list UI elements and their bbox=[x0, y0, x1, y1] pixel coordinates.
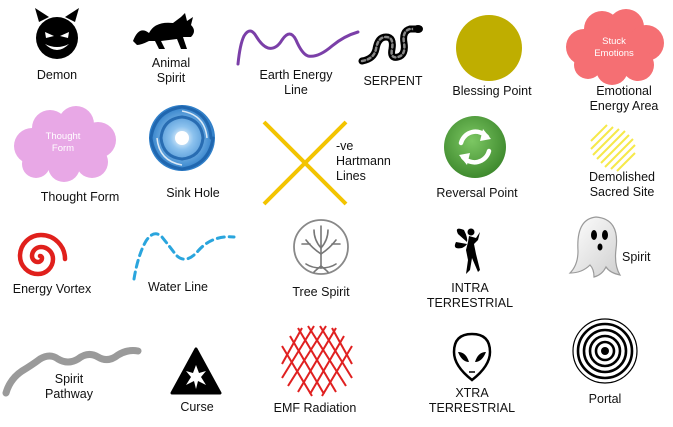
earth-energy-line-icon bbox=[236, 29, 360, 66]
portal-icon bbox=[572, 318, 638, 384]
tree-spirit-icon bbox=[293, 219, 349, 275]
stuck-emotions-text: Stuck Emotions bbox=[594, 36, 634, 59]
portal-label: Portal bbox=[588, 392, 622, 406]
blessing-point-label: Blessing Point bbox=[452, 84, 532, 98]
demolished-sacred-site-label: Demolished Sacred Site bbox=[588, 170, 655, 199]
curse-icon bbox=[170, 347, 222, 395]
hartmann-lines-icon bbox=[262, 120, 348, 206]
emotional-cloud-icon bbox=[566, 9, 664, 85]
hartmann-lines-label: Hartmann Lines bbox=[336, 154, 391, 183]
spirit-pathway-icon bbox=[2, 347, 142, 397]
reversal-point-label: Reversal Point bbox=[436, 186, 518, 200]
spirit-pathway-label: Spirit Pathway bbox=[45, 372, 93, 401]
fairy-icon bbox=[454, 228, 480, 274]
ghost-icon bbox=[568, 216, 622, 278]
spirit-label: Spirit bbox=[622, 250, 651, 264]
emotional-energy-area-label: Emotional Energy Area bbox=[589, 84, 659, 113]
cat-icon bbox=[133, 13, 194, 49]
serpent-label: SERPENT bbox=[363, 74, 423, 88]
tree-spirit-label: Tree Spirit bbox=[292, 285, 350, 299]
intra-terrestrial-label: INTRA TERRESTRIAL bbox=[426, 281, 514, 310]
hartmann-neg-label: -ve bbox=[336, 139, 354, 153]
water-line-label: Water Line bbox=[148, 280, 208, 294]
energy-vortex-label: Energy Vortex bbox=[12, 282, 92, 296]
energy-vortex-icon bbox=[17, 232, 68, 277]
emf-radiation-label: EMF Radiation bbox=[273, 401, 357, 415]
xtra-terrestrial-label: XTRA TERRESTRIAL bbox=[428, 386, 516, 415]
water-line-icon bbox=[132, 232, 236, 281]
earth-energy-line-label: Earth Energy Line bbox=[259, 68, 333, 97]
emf-radiation-icon bbox=[281, 325, 353, 397]
thought-form-cloud-text: Thought Form bbox=[45, 131, 81, 154]
demon-label: Demon bbox=[36, 68, 78, 82]
serpent-icon bbox=[358, 25, 423, 65]
blessing-point-icon bbox=[456, 15, 522, 81]
curse-label: Curse bbox=[180, 400, 214, 414]
reversal-point-icon bbox=[444, 116, 506, 178]
alien-icon bbox=[452, 332, 492, 382]
sink-hole-icon bbox=[149, 105, 215, 171]
thought-cloud-icon bbox=[14, 106, 116, 182]
thought-form-label: Thought Form bbox=[40, 190, 120, 204]
animal-spirit-label: Animal Spirit bbox=[151, 56, 191, 85]
sink-hole-label: Sink Hole bbox=[166, 186, 220, 200]
demon-icon bbox=[35, 8, 79, 59]
demolished-site-icon bbox=[590, 124, 636, 172]
